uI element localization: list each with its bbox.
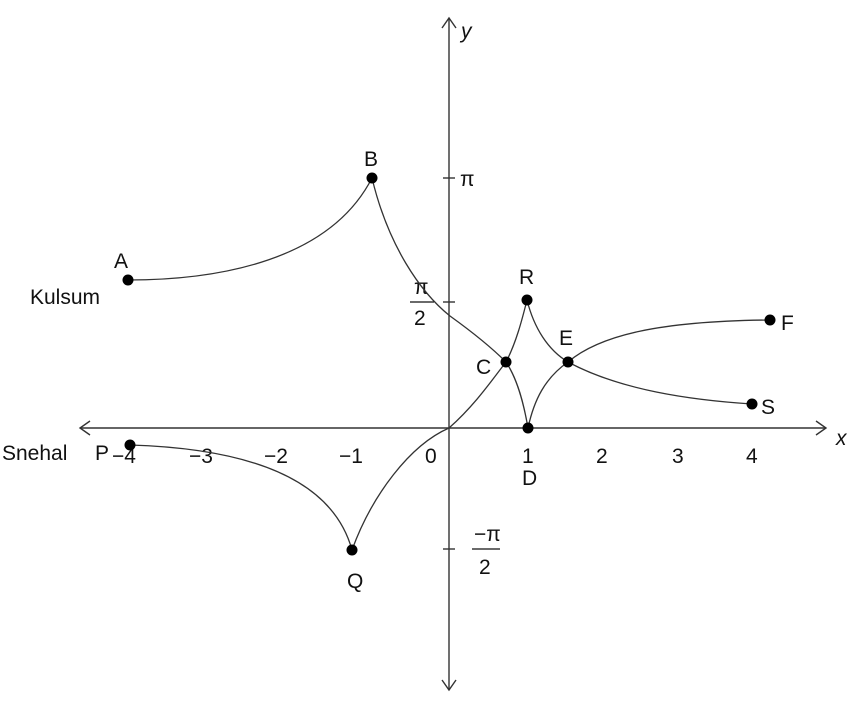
x-tick-label: 0 <box>425 445 437 468</box>
x-tick-label: 3 <box>672 445 684 468</box>
x-tick-label: −4 <box>112 445 136 468</box>
snehal-segment-c-r <box>505 299 528 363</box>
point-label-e: E <box>559 327 573 350</box>
point-label-s: S <box>761 396 775 419</box>
point-label-c: C <box>476 356 491 379</box>
snehal-segment-e-s <box>567 361 753 405</box>
kulsum-segment-c-d <box>505 361 529 429</box>
point-p <box>124 439 136 451</box>
point-r <box>521 294 533 306</box>
point-a <box>122 274 134 286</box>
kulsum-curve <box>127 177 771 429</box>
y-tick-label-neg-half-pi-num: −π <box>474 523 501 546</box>
y-tick-half-pi: π 2 <box>410 276 455 330</box>
point-e <box>562 356 574 368</box>
x-axis <box>78 420 828 436</box>
x-tick-label: −3 <box>189 445 213 468</box>
x-axis-label: x <box>835 427 848 450</box>
snehal-segment-q-c <box>351 361 507 551</box>
point-s <box>746 398 758 410</box>
x-tick-label: 1 <box>522 445 534 468</box>
kulsum-segment-d-e <box>527 361 569 429</box>
point-label-a: A <box>114 250 128 273</box>
point-label-q: Q <box>347 570 363 593</box>
y-tick-neg-half-pi: −π 2 <box>443 523 501 579</box>
point-label-d: D <box>522 467 537 490</box>
y-axis-label: y <box>459 20 473 43</box>
point-label-b: B <box>364 148 378 171</box>
point-label-f: F <box>781 312 794 335</box>
x-tick-label: −1 <box>339 445 363 468</box>
x-tick-labels: −4 −3 −2 −1 0 1 2 3 4 <box>112 445 758 468</box>
x-tick-label: −2 <box>264 445 288 468</box>
snehal-curve <box>129 299 753 551</box>
point-label-p: P <box>95 442 109 465</box>
y-axis <box>441 16 457 692</box>
y-tick-label-neg-half-pi-den: 2 <box>479 556 491 579</box>
point-q <box>346 544 358 556</box>
kulsum-segment-a-b <box>127 177 373 281</box>
point-label-r: R <box>519 266 534 289</box>
point-c <box>500 356 512 368</box>
points <box>122 172 776 556</box>
kulsum-segment-b-c <box>371 177 507 363</box>
point-f <box>764 314 776 326</box>
kulsum-curve-label: Kulsum <box>30 286 100 309</box>
snehal-segment-r-e <box>526 299 569 363</box>
snehal-segment-p-q <box>129 444 353 551</box>
y-tick-label-pi: π <box>460 168 475 191</box>
point-labels: A B C D E F P Q R S <box>95 148 794 593</box>
y-tick-label-half-pi-den: 2 <box>414 307 426 330</box>
kulsum-segment-e-f <box>567 319 771 363</box>
point-b <box>366 172 378 184</box>
snehal-curve-label: Snehal <box>2 442 67 465</box>
x-tick-label: 4 <box>746 445 758 468</box>
y-tick-pi: π <box>443 168 475 191</box>
point-d <box>522 422 534 434</box>
x-tick-label: 2 <box>596 445 608 468</box>
